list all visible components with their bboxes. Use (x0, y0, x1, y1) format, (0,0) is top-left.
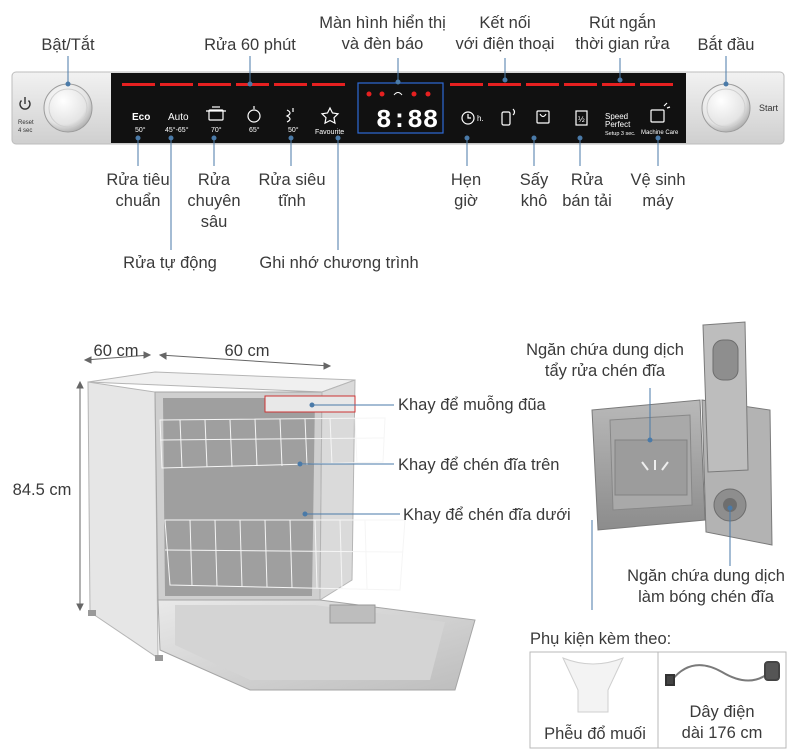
led-machinecare (640, 83, 673, 86)
silent-temp: 50° (288, 126, 299, 134)
led-dry (526, 83, 559, 86)
power-icon (19, 97, 31, 110)
start-text: Start (759, 103, 779, 113)
detergent-dispenser-illustration (591, 321, 773, 546)
half-callout: Rửa bán tải (562, 171, 612, 210)
led-half (564, 83, 597, 86)
led-eco (122, 83, 155, 86)
status-display (357, 82, 444, 134)
cable-caption: Dây điện dài 176 cm (681, 703, 763, 742)
power-cable-image (665, 661, 780, 686)
svg-text:½: ½ (578, 115, 585, 124)
favourite-star-icon (320, 106, 340, 125)
upper-rack-callout: Khay để chén đĩa trên (398, 456, 560, 474)
timer-text: h. (477, 114, 484, 123)
display-digits: 8:88 (376, 105, 438, 135)
detergent-callout: Ngăn chứa dung dịch tẩy rửa chén đĩa (526, 341, 684, 380)
machinecare-button[interactable]: Machine Care (641, 130, 679, 136)
accessories-title: Phụ kiện kèm theo: (530, 630, 672, 648)
eco-button[interactable]: Eco (132, 112, 150, 123)
speed-callout: Rút ngắn thời gian rửa (575, 14, 670, 53)
timer-callout: Hẹn giờ (450, 171, 482, 210)
auto-button[interactable]: Auto (168, 112, 189, 123)
speed-text-3: Setup 3 sec. (605, 131, 636, 137)
favourite-callout: Ghi nhớ chương trình (259, 254, 419, 272)
speed-button[interactable]: Speed (605, 112, 628, 121)
favourite-button[interactable]: Favourite (315, 129, 344, 136)
machinecare-icon (650, 102, 671, 123)
led-speed (602, 83, 635, 86)
intensive-pot-icon (206, 106, 226, 121)
width-dimension: 60 cm (224, 342, 270, 360)
machinecare-callout: Vệ sinh máy (630, 171, 686, 210)
silent-icon (285, 108, 294, 123)
display-callout: Màn hình hiển thị và đèn báo (319, 14, 446, 53)
silent-callout: Rửa siêu tĩnh (258, 171, 326, 210)
speed-text-2: Perfect (605, 120, 631, 129)
rinse60-callout: Rửa 60 phút (204, 36, 296, 54)
phone-connect-icon (501, 108, 516, 126)
height-dimension: 84.5 cm (12, 481, 72, 499)
dishwasher-illustration (87, 371, 476, 691)
reset-sub-text: 4 sec (18, 128, 32, 134)
cutlery-tray-callout: Khay để muỗng đũa (398, 396, 546, 414)
eco-callout: Rửa tiêu chuẩn (106, 171, 170, 210)
power-callout: Bật/Tắt (41, 36, 95, 54)
led-connect (488, 83, 521, 86)
funnel-caption: Phễu đổ muối (544, 725, 646, 743)
dry-callout: Sấy khô (519, 171, 549, 210)
led-timer (450, 83, 483, 86)
start-callout: Bắt đầu (697, 36, 755, 54)
connect-callout: Kết nối với điện thoại (455, 14, 555, 53)
salt-funnel-image (562, 657, 624, 713)
led-silent (274, 83, 307, 86)
lower-rack-callout: Khay để chén đĩa dưới (403, 506, 571, 524)
rinse60-clock-icon (247, 106, 261, 123)
intensive-temp: 70° (211, 126, 222, 134)
power-button[interactable] (43, 83, 93, 133)
rinse-aid-callout: Ngăn chứa dung dịch làm bóng chén đĩa (627, 567, 785, 606)
display-indicator-icons (366, 91, 431, 97)
auto-temp: 45°-65° (165, 126, 189, 134)
rinse60-temp: 65° (249, 126, 260, 134)
dry-icon (536, 110, 550, 124)
led-intensive (198, 83, 231, 86)
led-favourite (312, 83, 345, 86)
eco-temp: 50° (135, 126, 146, 134)
reset-text: Reset (18, 120, 34, 126)
half-load-icon: ½ (575, 110, 588, 126)
timer-clock-icon (461, 111, 475, 125)
depth-dimension: 60 cm (93, 342, 139, 360)
intensive-callout: Rửa chuyên sâu (187, 171, 241, 231)
led-auto (160, 83, 193, 86)
led-rinse60 (236, 83, 269, 86)
start-button[interactable] (701, 83, 751, 133)
auto-callout: Rửa tự động (123, 254, 217, 272)
